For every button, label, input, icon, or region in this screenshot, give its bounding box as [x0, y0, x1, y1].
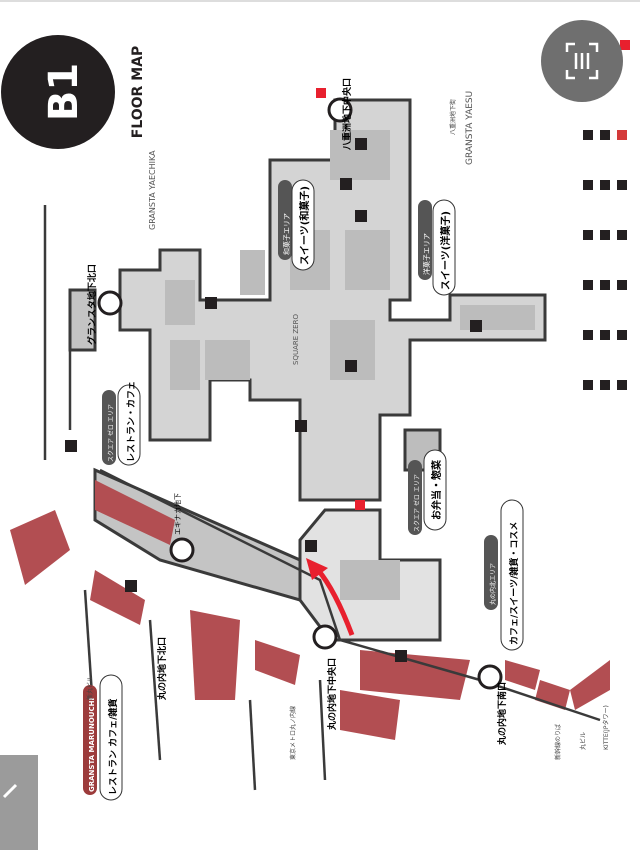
area-badge: 和菓子エリア — [282, 213, 291, 255]
floor-badge — [1, 35, 115, 149]
area-badge: スクエア ゼロ エリア — [413, 474, 421, 532]
exit-maru-central: 丸の内地下中央口 — [326, 658, 338, 731]
stairs-icon — [395, 650, 407, 662]
gate-icon — [312, 624, 338, 650]
area-name: レストラン カフェ/雑貨 — [107, 699, 119, 795]
concourse-areas — [68, 98, 547, 642]
elevator-icon — [125, 580, 137, 592]
note-shinkansen: 新幹線のりば — [554, 724, 562, 760]
area-badge: 丸の内北エリア — [489, 563, 497, 605]
note-kitte: KITTE(JPタワー) — [602, 705, 610, 750]
exit-maru-south: 丸の内地下南口 — [496, 682, 508, 746]
gate-icon — [477, 664, 503, 690]
info-icon — [316, 88, 326, 98]
gate-icon — [327, 97, 353, 123]
note-ekinaka: エキナカ地下 — [173, 493, 182, 535]
elevator-icon — [355, 210, 367, 222]
area-name: お弁当・惣菜 — [430, 459, 443, 520]
exit-yaesu-central: 八重洲地下中央口 — [341, 78, 353, 151]
area-name: カフェ/スイーツ/雑貨・コスメ — [508, 522, 520, 645]
area-badge: GRANSTA MARUNOUCHI — [88, 698, 96, 792]
shop-blocks-red — [10, 480, 610, 740]
stairs-icon — [340, 178, 352, 190]
floor-map-title: FLOOR MAP — [130, 46, 146, 138]
area-label-marunouchi: GRANSTA MARUNOUCHI レストラン カフェ/雑貨 — [83, 674, 123, 801]
restroom-icon — [345, 360, 357, 372]
area-badge: 洋菓子エリア — [422, 233, 431, 275]
stairs-icon — [295, 420, 307, 432]
escalator-icon — [355, 138, 367, 150]
escalator-icon — [470, 320, 482, 332]
scan-text-button[interactable] — [541, 20, 623, 102]
scan-text-icon — [565, 42, 599, 80]
brand-square-zero: SQUARE ZERO — [292, 314, 300, 365]
area-name: スイーツ(洋菓子) — [439, 211, 452, 290]
area-label-restaurant-cafe: スクエア ゼロ エリア レストラン・カフェ — [102, 381, 141, 466]
area-label-yogashi: 洋菓子エリア スイーツ(洋菓子) — [418, 199, 456, 296]
red-pointer-arrow — [316, 568, 355, 636]
legend — [583, 40, 630, 390]
brand-yaesu: GRANSTA YAESU — [465, 91, 475, 165]
note-yaesu-south: 八重洲地下街 — [449, 99, 457, 135]
brand-yaechika: GRANSTA YAECHIKA — [148, 150, 157, 230]
stairs-icon — [65, 440, 77, 452]
note-metro: 東京メトロ丸ノ内線 — [289, 706, 297, 760]
area-label-cafe-sweets: 丸の内北エリア カフェ/スイーツ/雑貨・コスメ — [484, 499, 524, 651]
area-badge: スクエア ゼロ エリア — [107, 404, 115, 462]
top-divider — [0, 0, 640, 2]
escalator-icon — [205, 297, 217, 309]
info-icon — [355, 500, 365, 510]
gate-icon — [97, 290, 123, 316]
exit-gransta-north: グランスタ地下北口 — [86, 264, 98, 345]
note-shinmarubiru: 新丸ビル — [86, 676, 94, 700]
facility-icons — [65, 138, 482, 662]
arrow-head-icon — [306, 558, 328, 580]
area-name: レストラン・カフェ — [126, 381, 137, 462]
area-label-bento: スクエア ゼロ エリア お弁当・惣菜 — [408, 449, 447, 535]
exit-maru-north: 丸の内地下北口 — [156, 637, 168, 701]
note-marubiru: 丸ビル — [579, 732, 587, 750]
gate-icon — [169, 537, 195, 563]
area-label-wagashi: 和菓子エリア スイーツ(和菓子) — [278, 179, 315, 271]
escalator-icon — [305, 540, 317, 552]
back-button[interactable] — [0, 755, 38, 850]
floor-label: B1 — [41, 63, 87, 121]
chevron-icon — [2, 783, 18, 799]
area-name: スイーツ(和菓子) — [298, 186, 311, 265]
gate-icons — [97, 97, 503, 690]
